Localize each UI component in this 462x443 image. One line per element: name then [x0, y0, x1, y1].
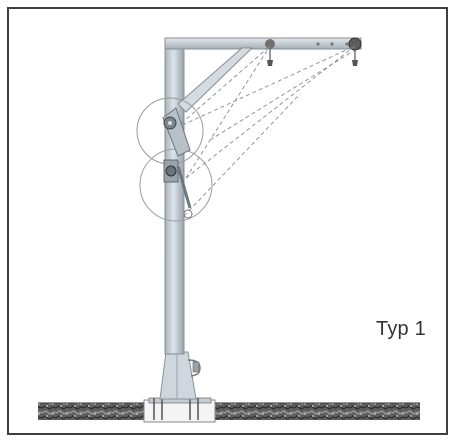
trolley-hook-left — [265, 39, 275, 66]
ground-strip — [38, 402, 420, 420]
type-label: Typ 1 — [376, 318, 426, 340]
jib-arm — [164, 37, 362, 50]
mast-foot — [159, 351, 201, 400]
diagonal-brace — [177, 47, 254, 113]
rope-lines — [175, 45, 356, 217]
foundation — [143, 397, 216, 423]
mast — [164, 41, 185, 355]
winch-assembly — [162, 107, 193, 219]
trolley-hook-right — [348, 37, 362, 66]
figure-frame — [7, 7, 448, 435]
